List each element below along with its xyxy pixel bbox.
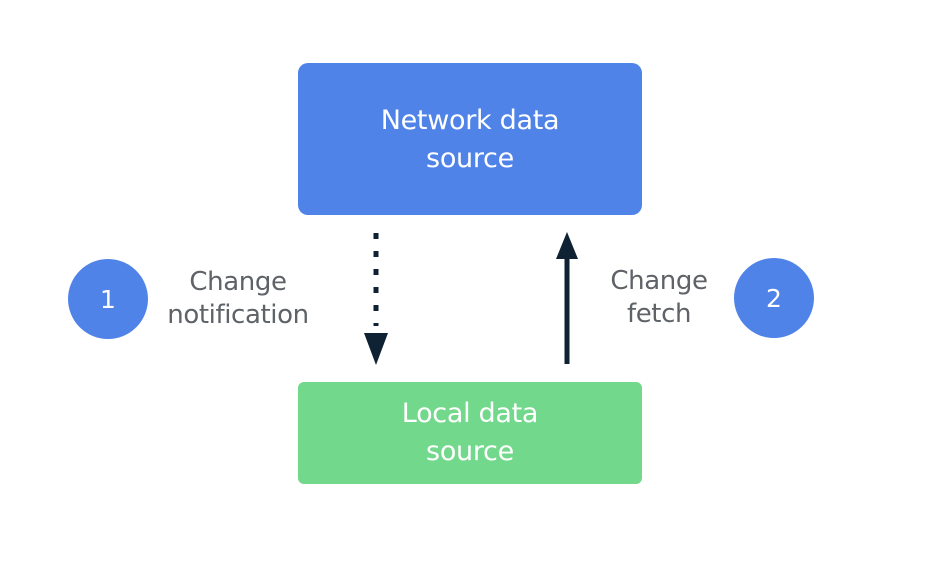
step-2-number: 2 xyxy=(766,283,782,313)
change-fetch-arrow xyxy=(556,232,578,364)
change-notification-label: Change notification xyxy=(167,267,309,330)
up-arrowhead xyxy=(556,232,578,259)
step-1-number: 1 xyxy=(100,284,116,314)
local-data-source-node: Local data source xyxy=(298,382,642,484)
network-data-source-node: Network data source xyxy=(298,63,642,215)
network-data-source-label: Network data source xyxy=(380,105,560,174)
down-arrowhead xyxy=(364,333,388,365)
change-fetch-label: Change fetch xyxy=(610,266,708,329)
local-data-source-label: Local data source xyxy=(401,398,539,467)
step-1-badge: 1 xyxy=(68,259,148,339)
change-notification-arrow xyxy=(364,233,388,365)
step-2-badge: 2 xyxy=(734,258,814,338)
